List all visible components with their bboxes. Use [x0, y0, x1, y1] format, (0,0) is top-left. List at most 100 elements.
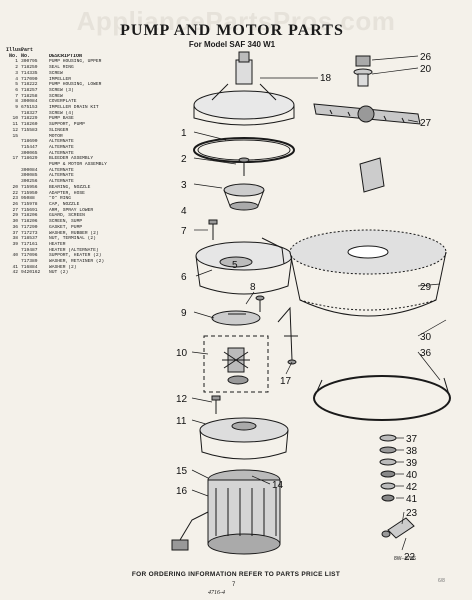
illus-no: 23 [12, 196, 18, 202]
description: ARM, SPRAY LOWER [49, 207, 94, 213]
illus-no: 11 [12, 122, 18, 128]
illus-no: 15 [12, 133, 18, 139]
part-no: 718206 [21, 213, 38, 219]
impeller-drain-kit [203, 335, 269, 393]
description: PUMP HOUSING, UPPER [49, 59, 102, 65]
callout-3: 3 [181, 180, 187, 191]
ordering-footer: FOR ORDERING INFORMATION REFER TO PARTS … [131, 571, 341, 578]
lower-spray-arm [313, 103, 421, 125]
description: ALTERNATE [49, 150, 74, 156]
illus-no: 37 [12, 230, 18, 236]
motor [171, 469, 281, 555]
corner-mark: 6/8 [438, 578, 445, 584]
illus-no: 22 [12, 190, 18, 196]
callout-14: 14 [272, 480, 284, 491]
part-no: 715950 [21, 190, 38, 196]
description: WASHER, RUBBER (2) [49, 230, 99, 236]
callout-2: 2 [181, 154, 187, 165]
illus-no: 2 [15, 65, 18, 71]
illus-no: 17 [12, 156, 18, 162]
description: HEATER (ALTERNATE) [49, 247, 99, 253]
leader-lines [191, 55, 447, 551]
description: SCREW (3) [49, 87, 74, 93]
screw-7 [208, 219, 218, 240]
description: SUPPORT, PUMP [49, 122, 85, 128]
part-no: 717161 [21, 241, 38, 247]
handwritten-note: 4716-4 [208, 590, 225, 596]
header-illus: Illus. [6, 47, 25, 53]
upper-pump-housing [193, 51, 295, 126]
nozzle-cap [353, 55, 373, 87]
watermark: AppliancePartsPros.com [76, 6, 396, 36]
illus-no: 41 [12, 264, 18, 270]
part-no: 716884 [21, 264, 38, 270]
illus-no: 12 [12, 127, 18, 133]
callout-36: 36 [420, 348, 432, 359]
description: ALTERNATE [49, 179, 74, 185]
illus-no: 7 [15, 93, 18, 99]
description: CAP, NOZZLE [49, 201, 80, 207]
description: ADAPTER, HOSE [49, 190, 85, 196]
description: "O" RING [49, 196, 72, 202]
sump-screen [289, 229, 447, 317]
part-no: 715978 [21, 201, 38, 207]
description: SCREW [49, 70, 63, 76]
illus-no: 29 [12, 213, 18, 219]
illus-no: 1 [15, 59, 18, 65]
part-no: 300084 [21, 99, 38, 105]
callout-5: 5 [232, 260, 238, 271]
illus-no: 8 [15, 99, 18, 105]
part-no: 718258 [21, 93, 38, 99]
illus-no: 40 [12, 253, 18, 259]
part-no: 715691 [21, 207, 38, 213]
part-no: 300085 [21, 173, 38, 179]
part-no: 717389 [21, 259, 38, 265]
callout-17: 17 [280, 376, 292, 387]
part-no: 300795 [21, 59, 38, 65]
part-no: 717273 [21, 230, 38, 236]
description: HEATER [49, 241, 66, 247]
screen-guard [359, 157, 385, 193]
illus-no: 20 [12, 184, 18, 190]
header-description: DESCRIPTION [49, 53, 83, 59]
part-no: 718206 [21, 219, 38, 225]
callout-11: 11 [176, 416, 187, 427]
callout-6: 6 [181, 272, 187, 283]
callout-38: 38 [406, 446, 418, 457]
header-part: Part [21, 47, 34, 53]
callout-42: 42 [406, 482, 418, 493]
illus-no: 42 [12, 270, 18, 276]
part-no: 95088 [21, 196, 35, 202]
illus-no: 6 [15, 87, 18, 93]
illus-no: 39 [12, 241, 18, 247]
header-part-no: No. [21, 52, 31, 59]
callout-18: 18 [320, 73, 332, 84]
callout-labels: 18 1 2 3 4 7 6 8 9 10 12 11 15 16 14 17 … [176, 52, 432, 563]
callout-4: 4 [181, 206, 187, 217]
callout-27: 27 [420, 118, 432, 129]
part-no: 718629 [21, 156, 38, 162]
table-header-top: Illus. Part [6, 47, 176, 54]
illus-no: 30 [12, 219, 18, 225]
page-title: PUMP AND MOTOR PARTS [120, 22, 344, 39]
